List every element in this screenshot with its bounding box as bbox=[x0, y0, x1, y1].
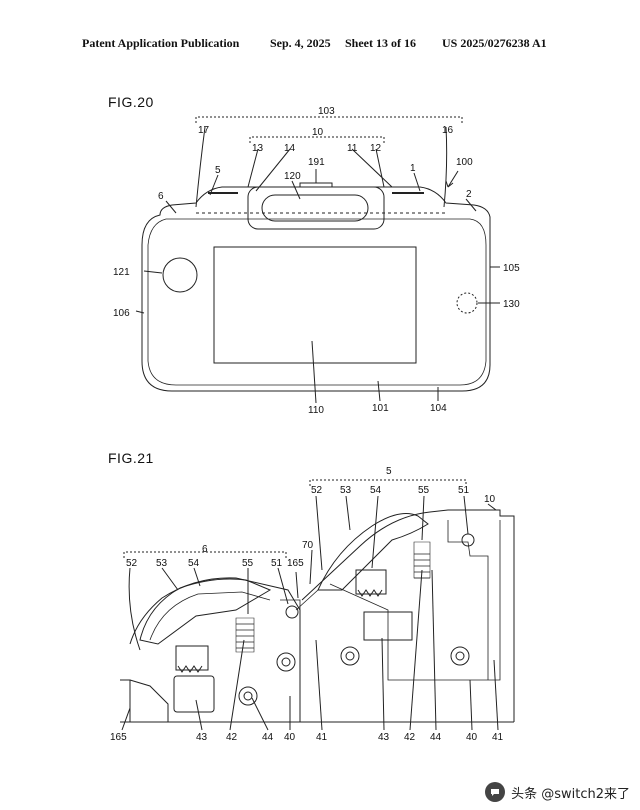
ref-6: 6 bbox=[158, 191, 164, 202]
watermark-text: 头条 @switch2来了 bbox=[511, 786, 630, 802]
ref-120: 120 bbox=[284, 171, 301, 182]
ref-191: 191 bbox=[308, 157, 325, 168]
ref-130: 130 bbox=[503, 299, 520, 310]
ref-43-left: 43 bbox=[196, 732, 208, 743]
ref-10: 10 bbox=[484, 494, 496, 505]
ref-121: 121 bbox=[113, 267, 130, 278]
ref-51-right: 51 bbox=[458, 485, 470, 496]
page-header: Patent Application Publication Sep. 4, 2… bbox=[0, 36, 640, 54]
ref-16: 16 bbox=[442, 125, 454, 136]
sheet-number: Sheet 13 of 16 bbox=[345, 36, 416, 50]
ref-2: 2 bbox=[466, 189, 472, 200]
ref-41-right: 41 bbox=[492, 732, 504, 743]
ref-55-right: 55 bbox=[418, 485, 430, 496]
ref-51-left: 51 bbox=[271, 558, 283, 569]
ref-5: 5 bbox=[215, 165, 221, 176]
ref-13: 13 bbox=[252, 143, 264, 154]
publication-date: Sep. 4, 2025 bbox=[270, 36, 331, 50]
fig21-drawing: 5 52 53 54 55 51 10 70 6 52 53 54 55 51 … bbox=[110, 466, 515, 743]
ref-17: 17 bbox=[198, 125, 210, 136]
ref-110: 110 bbox=[308, 405, 324, 416]
ref-54-right: 54 bbox=[370, 485, 382, 496]
ref-42-right: 42 bbox=[404, 732, 416, 743]
ref-105: 105 bbox=[503, 263, 520, 274]
ref-70: 70 bbox=[302, 540, 314, 551]
ref-165-upper: 165 bbox=[287, 558, 304, 569]
ref-1: 1 bbox=[410, 163, 416, 174]
ref-43-right: 43 bbox=[378, 732, 390, 743]
ref-41-left: 41 bbox=[316, 732, 328, 743]
ref-55-left: 55 bbox=[242, 558, 254, 569]
ref-53-right: 53 bbox=[340, 485, 352, 496]
ref-44-right: 44 bbox=[430, 732, 442, 743]
ref-44-left: 44 bbox=[262, 732, 274, 743]
ref-165-lower: 165 bbox=[110, 732, 127, 743]
ref-100: 100 bbox=[456, 157, 473, 168]
fig21-label: FIG.21 bbox=[108, 450, 154, 466]
ref-53-left: 53 bbox=[156, 558, 168, 569]
ref-6: 6 bbox=[202, 544, 208, 555]
ref-40-right: 40 bbox=[466, 732, 478, 743]
speech-bubble-icon bbox=[485, 782, 506, 802]
ref-52-left: 52 bbox=[126, 558, 138, 569]
ref-52-right: 52 bbox=[311, 485, 323, 496]
publication-type: Patent Application Publication bbox=[82, 36, 240, 50]
ref-5: 5 bbox=[386, 466, 392, 477]
ref-103: 103 bbox=[318, 106, 335, 117]
ref-42-left: 42 bbox=[226, 732, 238, 743]
ref-54-left: 54 bbox=[188, 558, 200, 569]
fig20-drawing: 103 17 16 10 13 14 11 12 191 120 5 1 100… bbox=[113, 106, 520, 416]
ref-40-left: 40 bbox=[284, 732, 296, 743]
ref-101: 101 bbox=[372, 403, 389, 414]
ref-14: 14 bbox=[284, 143, 296, 154]
ref-106: 106 bbox=[113, 308, 130, 319]
watermark: 头条 @switch2来了 bbox=[485, 780, 630, 804]
publication-number: US 2025/0276238 A1 bbox=[442, 36, 547, 50]
ref-11: 11 bbox=[347, 143, 358, 154]
ref-12: 12 bbox=[370, 143, 382, 154]
ref-10: 10 bbox=[312, 127, 324, 138]
fig20-label: FIG.20 bbox=[108, 94, 154, 110]
ref-104: 104 bbox=[430, 403, 447, 414]
